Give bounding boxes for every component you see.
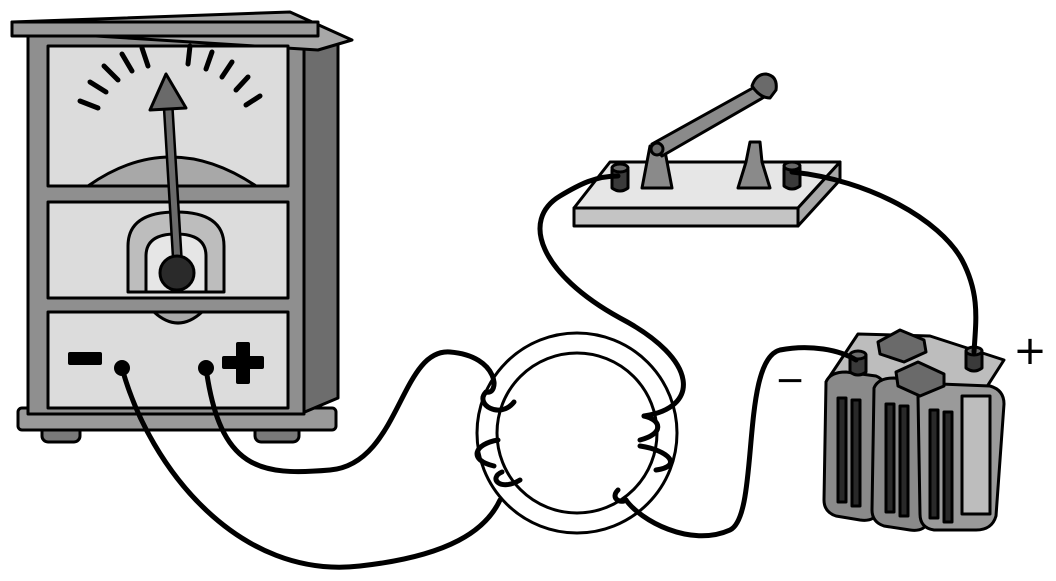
meter-plus-sign: [222, 342, 264, 384]
wire-ring-switch: [537, 173, 686, 419]
battery-pack-icon: [822, 328, 1006, 532]
meter-minus-sign: [68, 352, 102, 365]
meter-needle: [148, 72, 196, 292]
meter-plus-terminal: [198, 360, 214, 376]
galvanometer-icon: [10, 10, 354, 444]
battery-plus-label: +: [1013, 328, 1047, 374]
knife-switch-icon: [572, 72, 842, 228]
battery-minus-label: −: [775, 360, 805, 401]
wire-meter-minus: [119, 365, 503, 570]
wire-switch-battery: [789, 169, 979, 355]
meter-scale: [77, 43, 263, 111]
iron-ring-icon: [475, 331, 679, 535]
wires: [119, 169, 979, 570]
wire-ring-battery: [623, 345, 859, 539]
coil-left: [474, 389, 523, 488]
meter-minus-terminal: [114, 360, 130, 376]
wire-meter-plus: [203, 349, 497, 475]
